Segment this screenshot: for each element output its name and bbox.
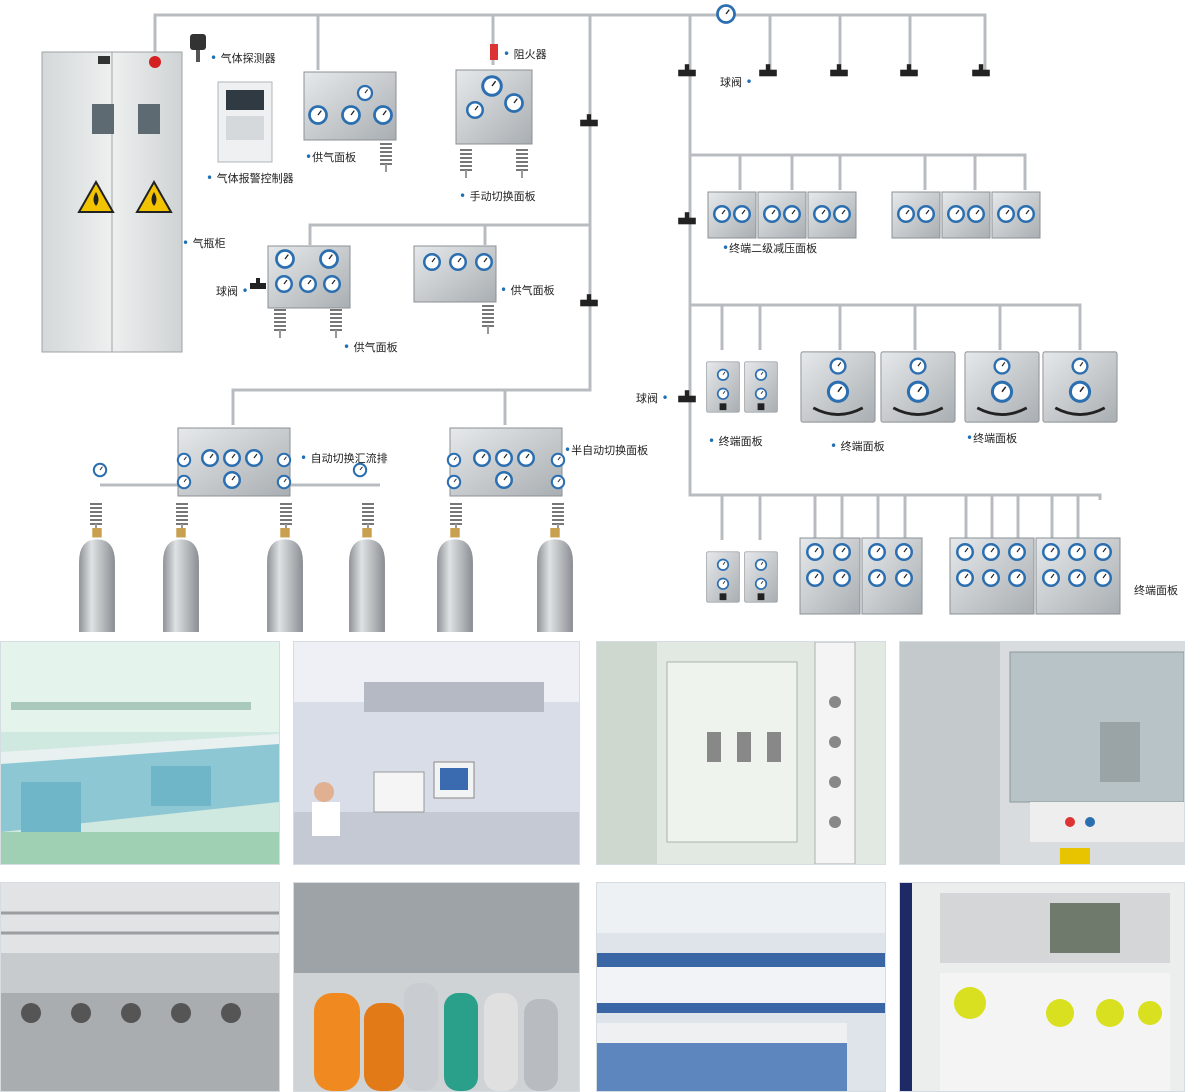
label-terminal-panel-2: • 终端面板	[830, 439, 885, 453]
label-terminal-panel-4: 终端面板	[1134, 584, 1178, 598]
terminal-panels-row-1	[707, 352, 1117, 422]
alarm-light-icon	[149, 56, 161, 68]
photo-lab-instruments	[293, 641, 580, 865]
label-text: 球阀	[216, 285, 238, 298]
supply-panel-2-device	[250, 245, 351, 338]
label-cylinder-cabinet: • 气瓶柜	[182, 236, 226, 250]
gas-supply-system-diagram: • 气体探测器 • 气体报警控制器 • 气瓶柜 •供气面板 • 阻火器 • 手动…	[41, 3, 1178, 632]
ball-valve-icon	[580, 114, 598, 127]
ball-valve-icon	[678, 390, 696, 403]
label-text: 阻火器	[513, 48, 547, 61]
label-text: 供气面板	[510, 284, 555, 297]
flammable-warning-icon	[77, 179, 173, 213]
pipe-network	[100, 13, 1102, 540]
label-ball-valve-top: 球阀 •	[720, 75, 753, 89]
label-ball-valve-mid: 球阀 •	[636, 391, 669, 405]
line-gauge-icon	[715, 3, 737, 25]
photo-lab-benches	[0, 641, 280, 865]
ball-valve-icon	[972, 64, 990, 77]
alarm-controller-device	[217, 81, 273, 163]
manual-switch-panel-device	[455, 44, 533, 178]
label-text: 自动切换汇流排	[310, 452, 388, 465]
photo-fume-hood	[899, 641, 1185, 865]
label-text: 终端面板	[973, 432, 1018, 445]
ball-valve-icon	[900, 64, 918, 77]
label-text: 终端面板	[718, 435, 763, 448]
label-semi-auto-panel: •半自动切换面板	[564, 443, 649, 457]
label-text: 球阀	[636, 392, 658, 405]
label-supply-panel-3: • 供气面板	[500, 283, 555, 297]
ball-valve-icon	[678, 64, 696, 77]
label-supply-panel-2: • 供气面板	[343, 340, 398, 354]
label-text: 手动切换面板	[469, 190, 536, 203]
gas-cylinders	[79, 503, 573, 632]
ball-valve-icon	[678, 212, 696, 225]
supply-panel-3-device	[413, 245, 497, 334]
label-supply-panel-1: •供气面板	[305, 150, 357, 164]
label-text: 供气面板	[312, 151, 357, 164]
label-gas-detector: • 气体探测器	[210, 51, 276, 65]
photo-gas-cylinders	[293, 882, 580, 1092]
gas-detector-device	[190, 34, 206, 62]
photo-manifold-closeup	[899, 882, 1185, 1092]
label-flame-arrester: • 阻火器	[503, 47, 547, 61]
label-ball-valve-1: 球阀 •	[216, 284, 249, 298]
label-text: 终端面板	[840, 440, 885, 453]
label-text: 气体报警控制器	[216, 172, 294, 185]
cylinder-cabinet	[41, 51, 183, 353]
photo-lab-casework	[596, 882, 886, 1092]
pipeline-schematic	[41, 3, 1121, 632]
label-text: 气体探测器	[220, 52, 276, 65]
ball-valve-icon	[580, 294, 598, 307]
label-manual-switch-panel: • 手动切换面板	[459, 189, 536, 203]
label-auto-manifold: • 自动切换汇流排	[300, 451, 388, 465]
secondary-reduce-panels	[707, 191, 1041, 239]
label-text: 球阀	[720, 76, 742, 89]
label-text: 半自动切换面板	[571, 444, 649, 457]
supply-panel-1-device	[303, 71, 397, 172]
photo-gas-terminals-wall	[596, 641, 886, 865]
label-text: 终端面板	[1134, 584, 1178, 597]
ball-valve-icon	[759, 64, 777, 77]
semi-auto-panel-device	[446, 427, 566, 497]
label-text: 供气面板	[353, 341, 398, 354]
ball-valve-icon	[830, 64, 848, 77]
auto-manifold-device	[92, 427, 368, 497]
label-text: 终端二级减压面板	[729, 242, 818, 255]
label-alarm-controller: • 气体报警控制器	[206, 171, 294, 185]
label-terminal-panel-1: • 终端面板	[708, 434, 763, 448]
label-secondary-reduce-panel: •终端二级减压面板	[722, 241, 818, 255]
terminal-panels-row-2	[707, 537, 1121, 615]
label-terminal-panel-3: •终端面板	[966, 431, 1018, 445]
label-text: 气瓶柜	[192, 237, 226, 250]
photo-regulator-wall	[0, 882, 280, 1092]
